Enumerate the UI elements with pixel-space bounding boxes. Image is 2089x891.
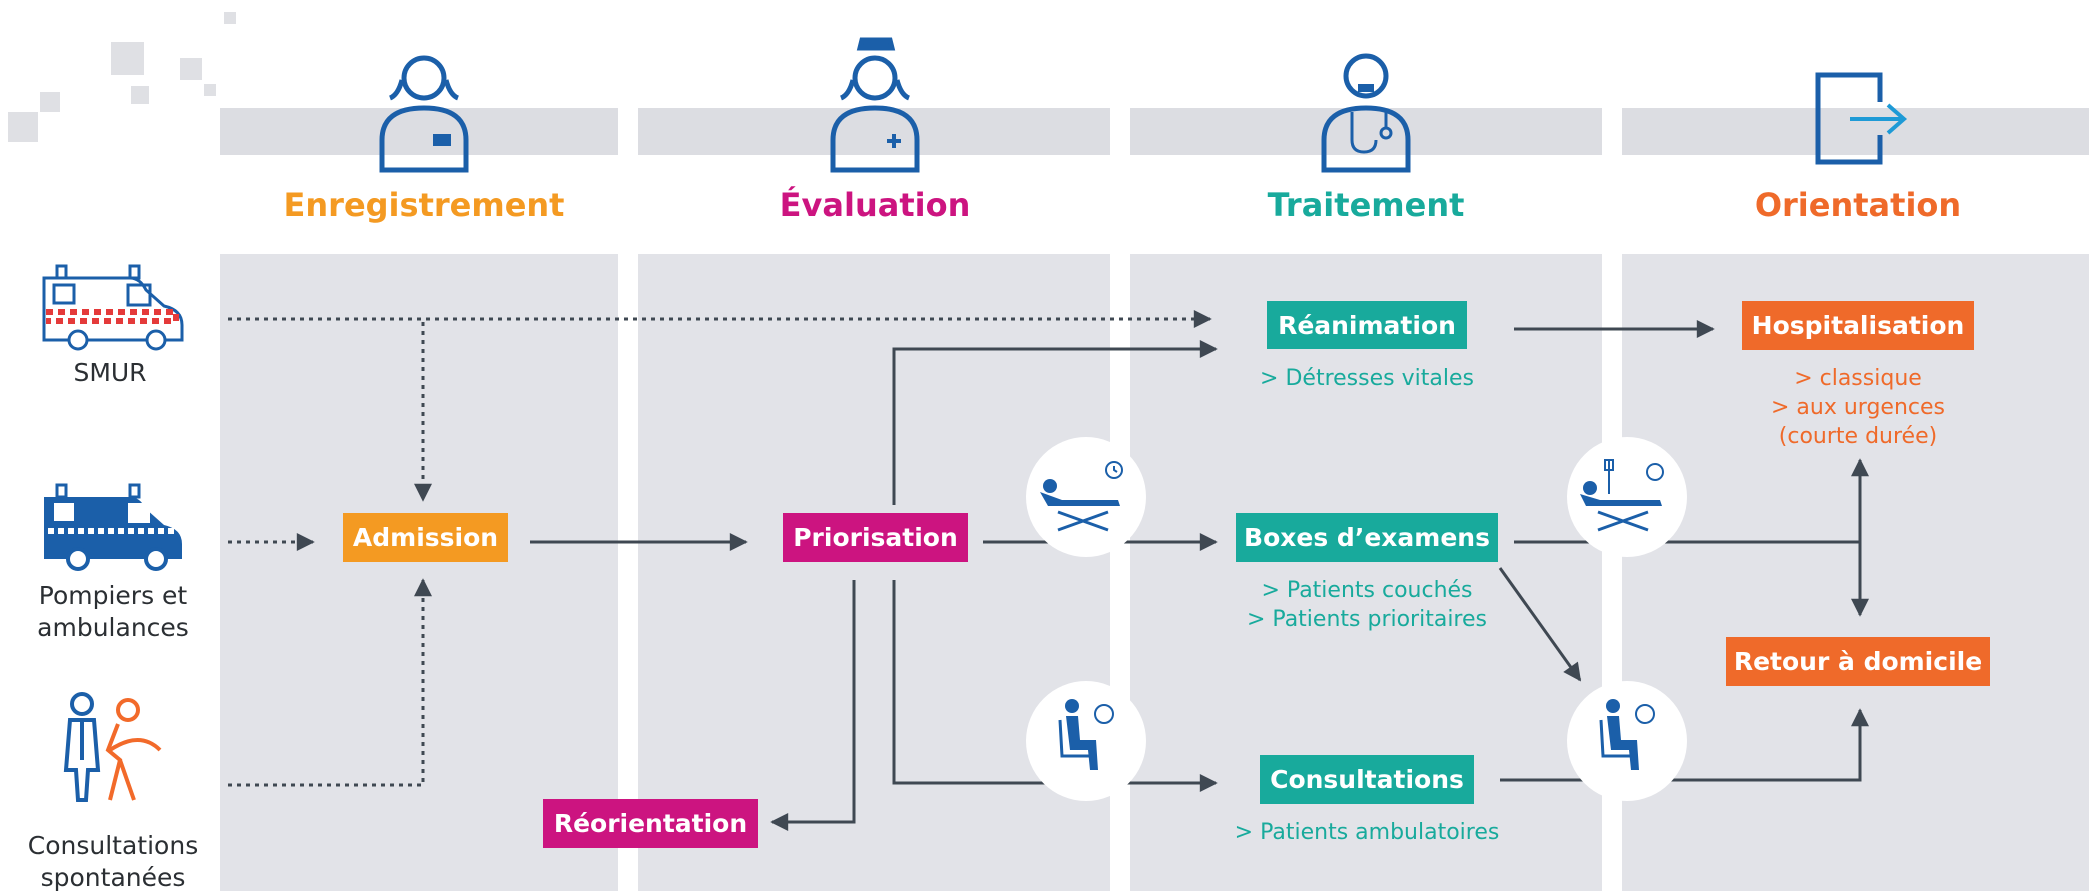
nurse-icon: [830, 37, 920, 173]
note-boxes-2: > Patients prioritaires: [1246, 607, 1488, 632]
source-label-consultations: Consultations: [27, 831, 199, 860]
reorientation-box: Réorientation: [543, 799, 758, 848]
ambulance-icon: [44, 483, 182, 571]
exit-door-icon: [1815, 72, 1883, 165]
phase-title-orientation: Orientation: [1754, 186, 1962, 224]
source-label-ambulances: ambulances: [37, 613, 189, 642]
stretcher-wait-icon: [1567, 437, 1687, 557]
doctor-stethoscope-icon: [1321, 53, 1411, 173]
phase-title-traitement: Traitement: [1267, 186, 1465, 224]
priorisation-box: Priorisation: [783, 513, 968, 562]
source-label-spontanees: spontanées: [40, 863, 186, 891]
note-reanimation: > Détresses vitales: [1260, 366, 1474, 391]
hospitalisation-box: Hospitalisation: [1742, 301, 1974, 350]
seated-wait-icon: [1567, 681, 1687, 801]
retour-domicile-box: Retour à domicile: [1726, 637, 1990, 686]
note-hosp-1: > classique: [1794, 366, 1922, 391]
flow-arrows: [228, 310, 1869, 831]
exit-arrow-icon: [1850, 103, 1908, 135]
boxes-examens-box: Boxes d’examens: [1236, 513, 1498, 562]
walking-people-icon: [63, 692, 162, 802]
source-label-smur: SMUR: [73, 358, 147, 387]
header-bands: [220, 108, 2089, 155]
admission-box: Admission: [343, 513, 508, 562]
decorative-squares: [8, 12, 236, 142]
stretcher-wait-icon: [1026, 437, 1146, 557]
phase-title-evaluation: Évaluation: [779, 186, 971, 224]
receptionist-icon: [379, 55, 469, 173]
note-boxes-1: > Patients couchés: [1261, 578, 1473, 603]
phase-title-enregistrement: Enregistrement: [283, 186, 565, 224]
note-hosp-3: (courte durée): [1778, 424, 1938, 449]
smur-ambulance-icon: [42, 264, 184, 351]
reanimation-box: Réanimation: [1267, 301, 1467, 349]
source-label-pompiers: Pompiers et: [38, 581, 188, 610]
phase-columns: [220, 254, 2089, 891]
consultations-box: Consultations: [1260, 755, 1474, 804]
note-consultations: > Patients ambulatoires: [1234, 820, 1500, 845]
note-hosp-2: > aux urgences: [1770, 395, 1946, 420]
seated-wait-icon: [1026, 681, 1146, 801]
